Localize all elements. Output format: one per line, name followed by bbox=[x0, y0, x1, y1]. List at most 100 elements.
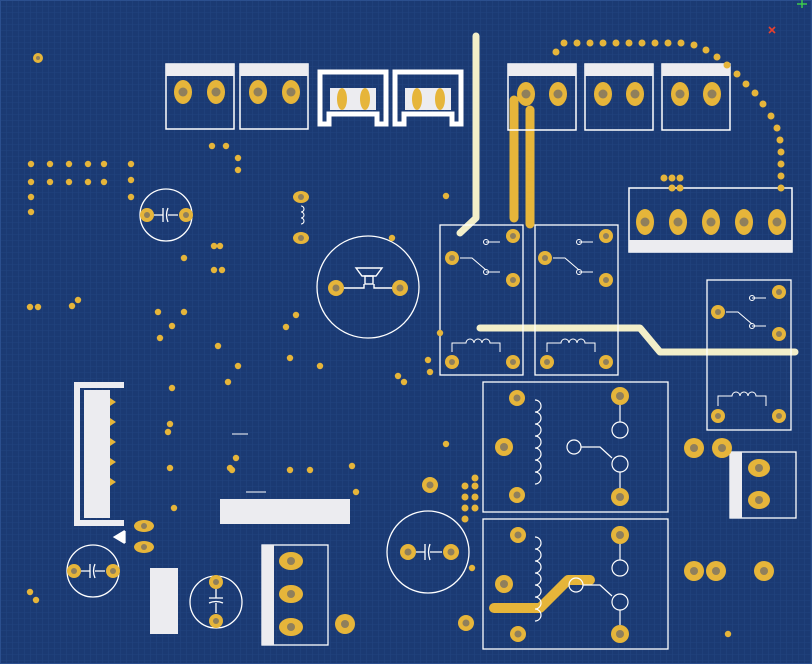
via bbox=[232, 454, 240, 462]
via bbox=[32, 596, 40, 604]
via bbox=[426, 368, 434, 376]
via bbox=[168, 384, 176, 392]
diode-symbol-icon bbox=[112, 529, 126, 545]
via bbox=[168, 322, 176, 330]
traces-gold bbox=[489, 95, 595, 613]
relay-coil-icon bbox=[534, 399, 542, 485]
capacitor-3 bbox=[66, 544, 120, 598]
relay-small-3 bbox=[706, 279, 792, 431]
traces-cream bbox=[456, 32, 799, 356]
via bbox=[394, 372, 402, 380]
via bbox=[352, 488, 360, 496]
via bbox=[26, 303, 34, 311]
relay-switch-icon bbox=[460, 239, 500, 275]
via bbox=[74, 296, 82, 304]
via bbox=[154, 308, 162, 316]
side-connector bbox=[74, 382, 124, 526]
via bbox=[34, 303, 42, 311]
screw-terminal-3 bbox=[507, 63, 577, 131]
via bbox=[724, 630, 732, 638]
via bbox=[84, 178, 92, 186]
via bbox=[100, 178, 108, 186]
relay-coil-icon bbox=[717, 391, 767, 406]
speaker-symbol-icon bbox=[344, 267, 392, 289]
screw-terminal-2 bbox=[239, 63, 309, 130]
via bbox=[442, 440, 450, 448]
via bbox=[84, 160, 92, 168]
via bbox=[400, 378, 408, 386]
capacitor-symbol-icon bbox=[81, 563, 105, 579]
relay-switch-icon bbox=[726, 295, 766, 329]
via bbox=[127, 193, 135, 201]
via bbox=[224, 378, 232, 386]
via bbox=[46, 178, 54, 186]
silkscreen-block-mid bbox=[220, 499, 350, 524]
via bbox=[127, 160, 135, 168]
relay-coil-icon bbox=[534, 536, 542, 622]
via bbox=[442, 192, 450, 200]
via bbox=[164, 428, 172, 436]
pad-single-bottom bbox=[335, 614, 355, 634]
via bbox=[127, 176, 135, 184]
via bbox=[100, 160, 108, 168]
pin-header-3 bbox=[261, 544, 329, 646]
via bbox=[26, 588, 34, 596]
capacitor-symbol-icon bbox=[416, 543, 442, 561]
via bbox=[282, 323, 290, 331]
via bbox=[27, 208, 35, 216]
inductor-symbol-icon bbox=[300, 205, 305, 225]
relay-switch-icon bbox=[568, 544, 629, 625]
via bbox=[214, 342, 222, 350]
buzzer bbox=[316, 235, 420, 339]
relay-coil-icon bbox=[451, 338, 501, 352]
via bbox=[234, 154, 242, 162]
green-origin-marker bbox=[797, 0, 807, 8]
relay-coil-icon bbox=[546, 338, 596, 352]
via bbox=[216, 242, 224, 250]
via bbox=[222, 142, 230, 150]
via bbox=[208, 142, 216, 150]
via bbox=[436, 329, 444, 337]
jst-connector-1 bbox=[317, 69, 389, 127]
capacitor-symbol-icon bbox=[208, 589, 224, 613]
screw-terminal-5 bbox=[661, 63, 731, 131]
via bbox=[65, 178, 73, 186]
relay-switch-icon bbox=[553, 239, 593, 275]
via bbox=[424, 356, 432, 364]
capacitor-4 bbox=[189, 575, 243, 629]
capacitor-1 bbox=[139, 188, 193, 242]
relay-small-2 bbox=[534, 224, 619, 376]
via bbox=[27, 160, 35, 168]
via bbox=[388, 234, 396, 242]
via-arc bbox=[552, 39, 785, 192]
via bbox=[292, 311, 300, 319]
capacitor-2 bbox=[386, 510, 470, 594]
via bbox=[27, 193, 35, 201]
inductor bbox=[293, 191, 309, 244]
via bbox=[46, 160, 54, 168]
via bbox=[180, 254, 188, 262]
silkscreen-block-left bbox=[150, 568, 178, 634]
via bbox=[234, 362, 242, 370]
via bbox=[316, 362, 324, 370]
pin-header-5 bbox=[628, 187, 793, 253]
relay-small-1 bbox=[439, 224, 524, 376]
via bbox=[156, 334, 164, 342]
via bbox=[65, 160, 73, 168]
via bbox=[27, 178, 35, 186]
via bbox=[68, 302, 76, 310]
via bbox=[218, 266, 226, 274]
red-x-marker bbox=[768, 26, 776, 34]
loose-pads bbox=[33, 53, 774, 631]
via bbox=[180, 308, 188, 316]
via bbox=[166, 420, 174, 428]
capacitor-symbol-icon bbox=[154, 207, 178, 223]
via bbox=[170, 504, 178, 512]
jst-connector-2 bbox=[392, 69, 464, 127]
via bbox=[286, 466, 294, 474]
relay-large-2 bbox=[482, 518, 669, 650]
diode-pads bbox=[134, 520, 154, 553]
relay-switch-icon bbox=[566, 405, 629, 488]
via bbox=[210, 242, 218, 250]
